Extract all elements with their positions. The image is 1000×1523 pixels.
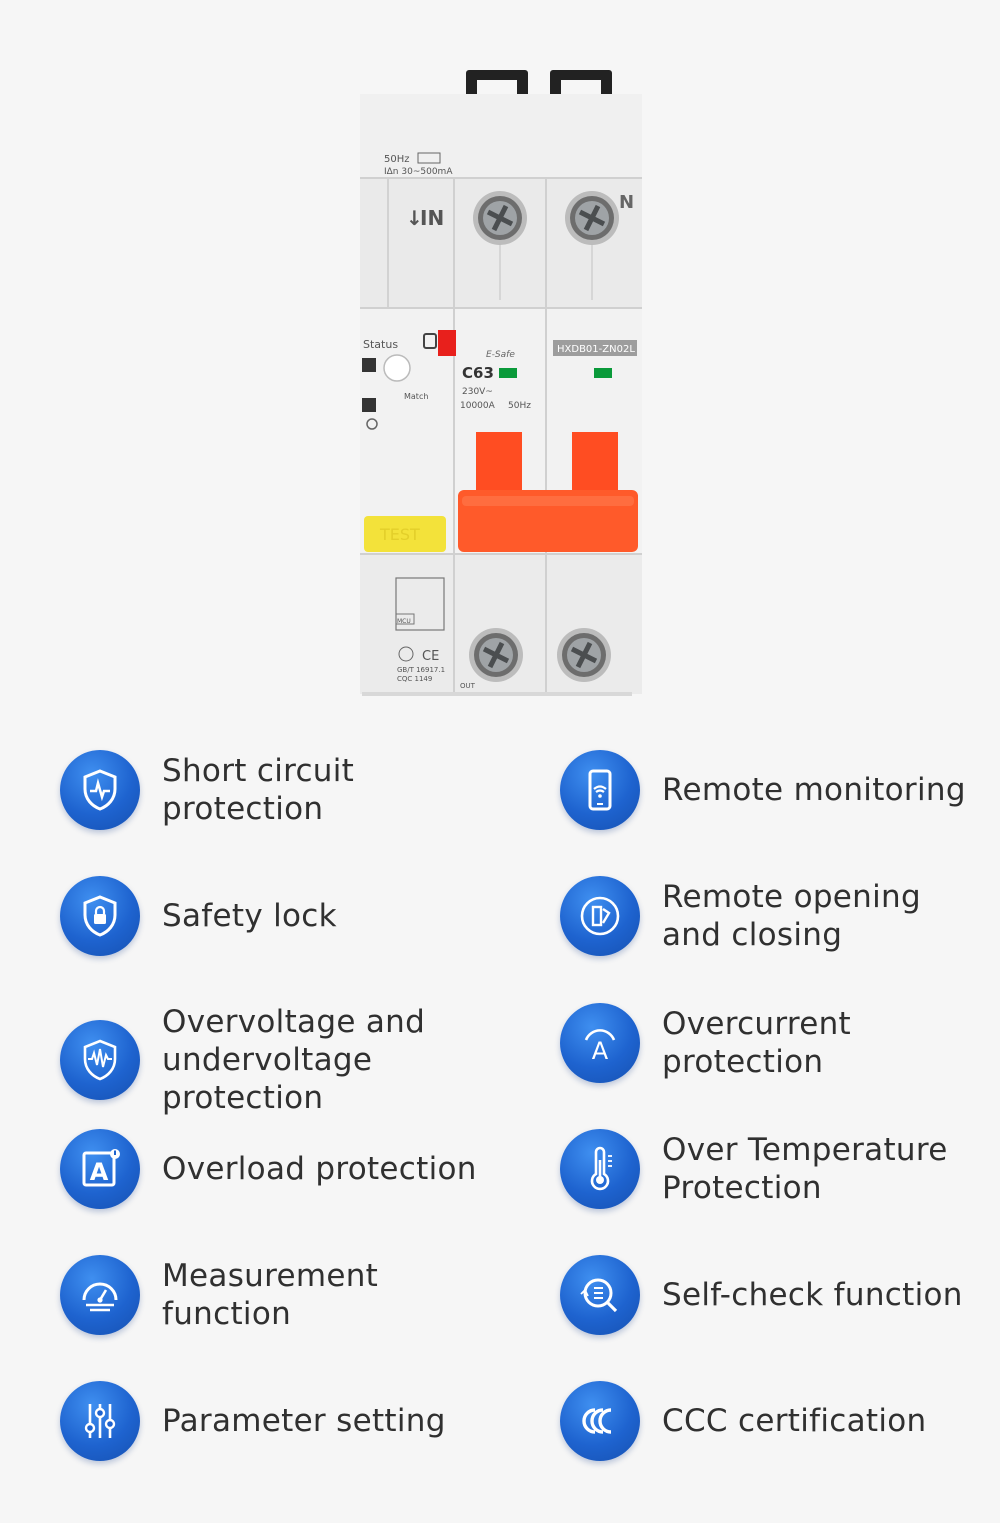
test-label: TEST xyxy=(379,525,420,544)
remote-switch-icon xyxy=(560,876,640,956)
feature-ccc: CCC certification xyxy=(560,1381,980,1461)
screw-top-right xyxy=(565,191,619,245)
feature-remote-monitoring: Remote monitoring xyxy=(560,750,980,830)
freq-text: 50Hz xyxy=(384,154,410,165)
ccc-icon xyxy=(560,1381,640,1461)
feature-label: Remote monitoring xyxy=(662,772,966,808)
sliders-icon xyxy=(60,1381,140,1461)
green-indicator-right xyxy=(594,368,612,378)
gauge-icon xyxy=(60,1255,140,1335)
feature-label: Remote opening and closing xyxy=(662,879,921,953)
match-button xyxy=(383,354,411,382)
ce-label: CE xyxy=(422,649,439,664)
feature-remote-opening: Remote opening and closing xyxy=(560,876,980,956)
feature-over-temperature: Over Temperature Protection xyxy=(560,1129,980,1209)
feature-label: CCC certification xyxy=(662,1403,927,1439)
feature-overload: A Overload protection xyxy=(60,1129,480,1209)
out-label: OUT xyxy=(460,682,476,690)
feature-label: Over Temperature Protection xyxy=(662,1132,948,1206)
feature-voltage-protection: Overvoltage and undervoltage protection xyxy=(60,1003,480,1117)
n-label: N xyxy=(619,192,634,213)
breaker-illustration: 50Hz IΔn 30~500mA ↓ IN N Status Match E-… xyxy=(360,70,642,696)
search-check-icon xyxy=(560,1255,640,1335)
green-indicator-left xyxy=(499,368,517,378)
model-label: HXDB01-ZN02L xyxy=(557,344,635,355)
shield-pulse-icon xyxy=(60,750,140,830)
ampere-alert-icon: A xyxy=(60,1129,140,1209)
feature-label: Overload protection xyxy=(162,1151,477,1187)
capacity-label: 10000A xyxy=(460,401,496,411)
screw-bottom-left xyxy=(469,628,523,682)
svg-text:A: A xyxy=(592,1037,609,1065)
standard-label: GB/T 16917.1 xyxy=(397,666,445,674)
status-label: Status xyxy=(363,338,398,351)
test-button xyxy=(364,516,446,552)
match-label: Match xyxy=(404,392,428,401)
phone-wifi-icon xyxy=(560,750,640,830)
hz-label: 50Hz xyxy=(508,401,531,411)
thermometer-icon xyxy=(560,1129,640,1209)
in-label: IN xyxy=(420,206,444,230)
mcu-label: MCU xyxy=(397,618,411,625)
ampere-icon: A xyxy=(560,1003,640,1083)
feature-label: Parameter setting xyxy=(162,1403,446,1439)
product-image: 50Hz IΔn 30~500mA ↓ IN N Status Match E-… xyxy=(0,0,1000,720)
feature-measurement: Measurement function xyxy=(60,1255,480,1335)
screw-top-left xyxy=(473,191,527,245)
feature-label: Overvoltage and undervoltage protection xyxy=(162,1004,426,1116)
screw-bottom-right xyxy=(557,628,611,682)
shield-lock-icon xyxy=(60,876,140,956)
feature-label: Self-check function xyxy=(662,1277,963,1313)
rating-label: C63 xyxy=(462,364,494,382)
status-led-red xyxy=(438,330,456,356)
sensitivity-text: IΔn 30~500mA xyxy=(384,167,453,177)
cqc-label: CQC 1149 xyxy=(397,675,432,683)
feature-overcurrent: A Overcurrent protection xyxy=(560,1003,980,1083)
in-text: ↓ xyxy=(406,206,423,230)
feature-short-circuit: Short circuit protection xyxy=(60,750,480,830)
feature-label: Overcurrent protection xyxy=(662,1006,852,1080)
voltage-label: 230V~ xyxy=(462,387,493,397)
feature-safety-lock: Safety lock xyxy=(60,876,480,956)
feature-label: Measurement function xyxy=(162,1258,379,1332)
brand-label: E-Safe xyxy=(486,350,515,360)
feature-self-check: Self-check function xyxy=(560,1255,980,1335)
shield-wave-icon xyxy=(60,1020,140,1100)
feature-label: Safety lock xyxy=(162,898,337,934)
svg-text:A: A xyxy=(90,1158,109,1186)
feature-label: Short circuit protection xyxy=(162,753,355,827)
feature-parameter-setting: Parameter setting xyxy=(60,1381,480,1461)
